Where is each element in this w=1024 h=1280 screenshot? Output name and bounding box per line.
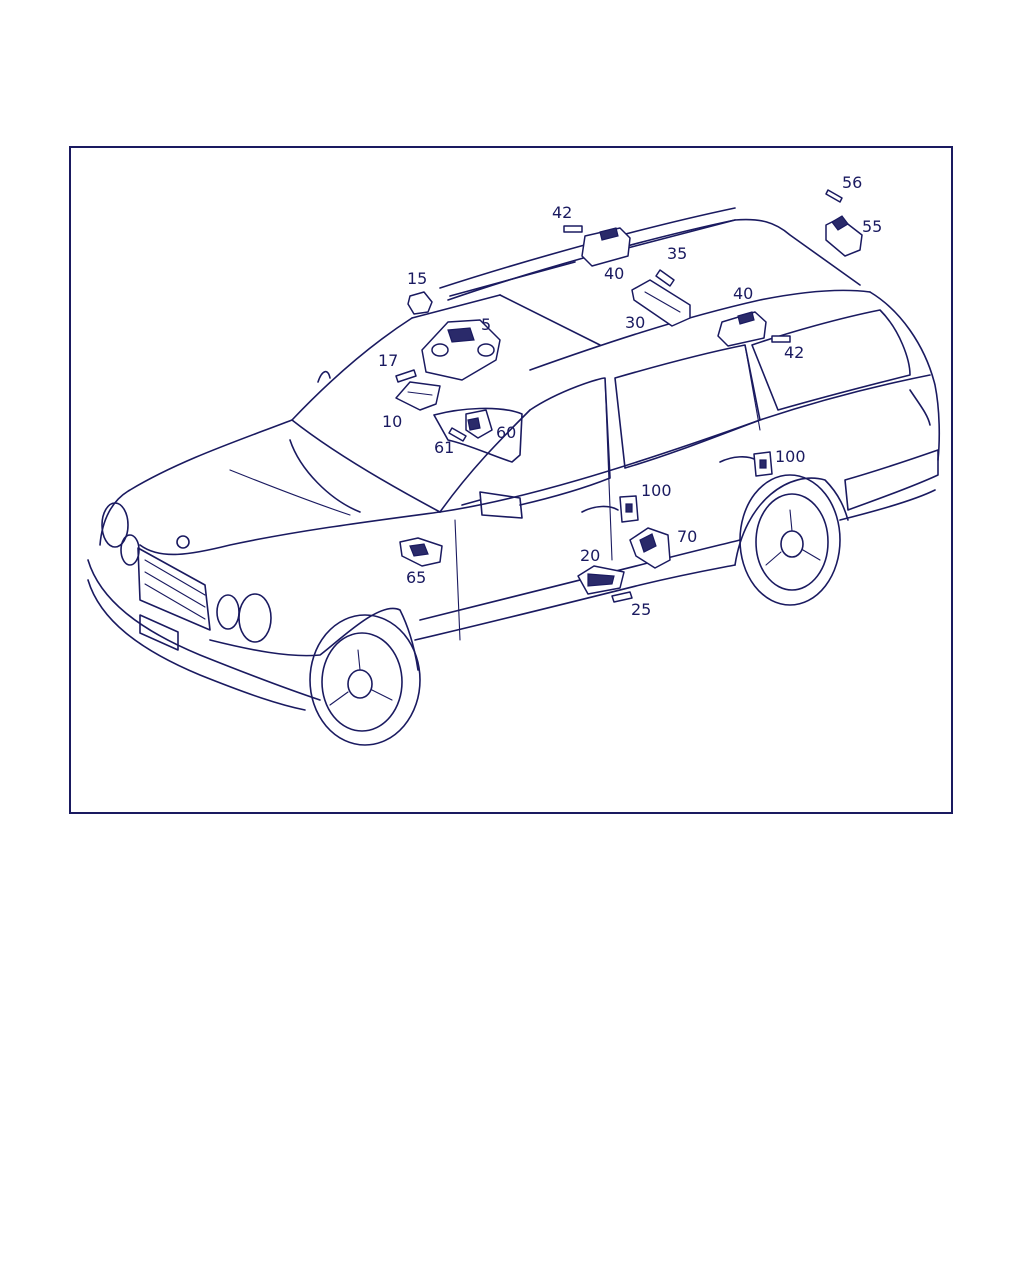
part-10-lamp [395,381,441,411]
diagram-frame [69,146,953,814]
callout-60: 60 [496,423,517,442]
part-65-lamp [399,537,443,567]
part-20-lamp [577,565,625,595]
part-40-lamp-lower [717,311,767,347]
callout-35: 35 [667,244,688,263]
part-30-lamp [631,279,691,327]
callout-15: 15 [407,269,428,288]
part-100-switch-rear [753,451,773,477]
part-40-lamp-upper [581,227,631,267]
part-15-switch [407,291,433,315]
callout-42-upper: 42 [552,203,573,222]
callout-100-rear: 100 [775,447,806,466]
part-42-bulb-lower [771,335,791,343]
callout-40-upper: 40 [604,264,625,283]
part-35-bulb [655,269,675,287]
callout-30: 30 [625,313,646,332]
part-5-console [421,319,501,381]
part-70-lamp [629,527,671,569]
callout-55: 55 [862,217,883,236]
part-42-bulb-upper [563,225,583,233]
callout-5: 5 [481,315,492,334]
part-25-bulb [611,591,633,603]
part-60-inset [433,407,523,463]
car-body [87,207,941,746]
callout-42-lower: 42 [784,343,805,362]
part-61-bulb [448,427,467,442]
callout-56: 56 [842,173,863,192]
callout-40-lower: 40 [733,284,754,303]
callout-17: 17 [378,351,399,370]
part-56-bulb [825,189,843,203]
callout-65: 65 [406,568,427,587]
part-55-lamp [825,215,863,257]
callout-100-front: 100 [641,481,672,500]
part-100-switch-front [619,495,639,523]
callout-10: 10 [382,412,403,431]
callout-25: 25 [631,600,652,619]
callout-20: 20 [580,546,601,565]
callout-61: 61 [434,438,455,457]
part-17-bulb [395,369,417,383]
callout-70: 70 [677,527,698,546]
